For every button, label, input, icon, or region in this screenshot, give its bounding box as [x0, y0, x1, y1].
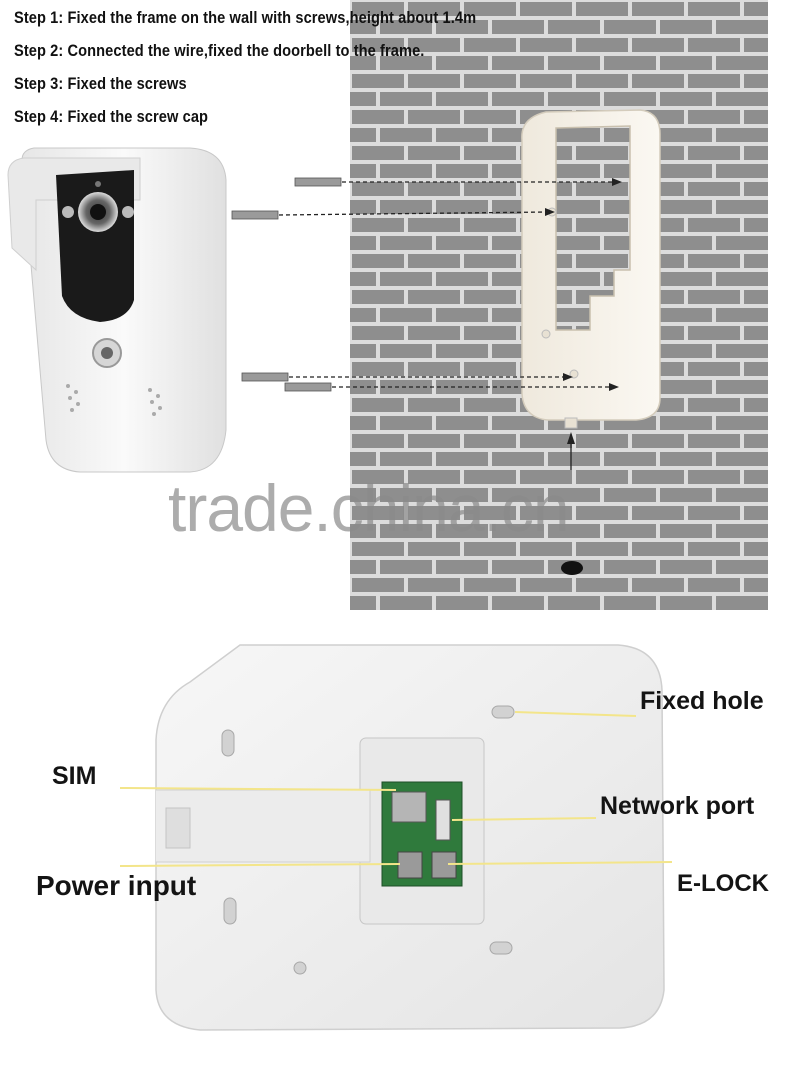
power-input-socket [397, 851, 423, 879]
installation-illustration [7, 0, 768, 610]
step-3-text: Step 3: Fixed the screws [14, 74, 187, 93]
wire-hole [561, 561, 583, 575]
circuit-board [381, 781, 463, 887]
callout-lines [119, 711, 673, 867]
callout-power-input: Power input [36, 870, 197, 901]
step-4-text: Step 4: Fixed the screw cap [14, 107, 209, 126]
step-1-text: Step 1: Fixed the frame on the wall with… [14, 8, 477, 27]
callout-e-lock: E-LOCK [677, 870, 769, 897]
callout-network-port: Network port [600, 792, 755, 820]
callout-sim: SIM [52, 762, 97, 790]
callout-fixed-hole: Fixed hole [640, 687, 764, 715]
network-port-socket [435, 799, 451, 841]
step-2-text: Step 2: Connected the wire,fixed the doo… [14, 41, 425, 60]
e-lock-socket [431, 851, 457, 879]
watermark-text: trade.china.cn [168, 471, 570, 545]
guide-arrows [278, 181, 615, 388]
screws [231, 177, 342, 392]
fixed-holes [221, 705, 515, 975]
sim-slot [391, 791, 427, 823]
doorbell-device [7, 147, 227, 473]
mounting-frame [521, 109, 661, 429]
